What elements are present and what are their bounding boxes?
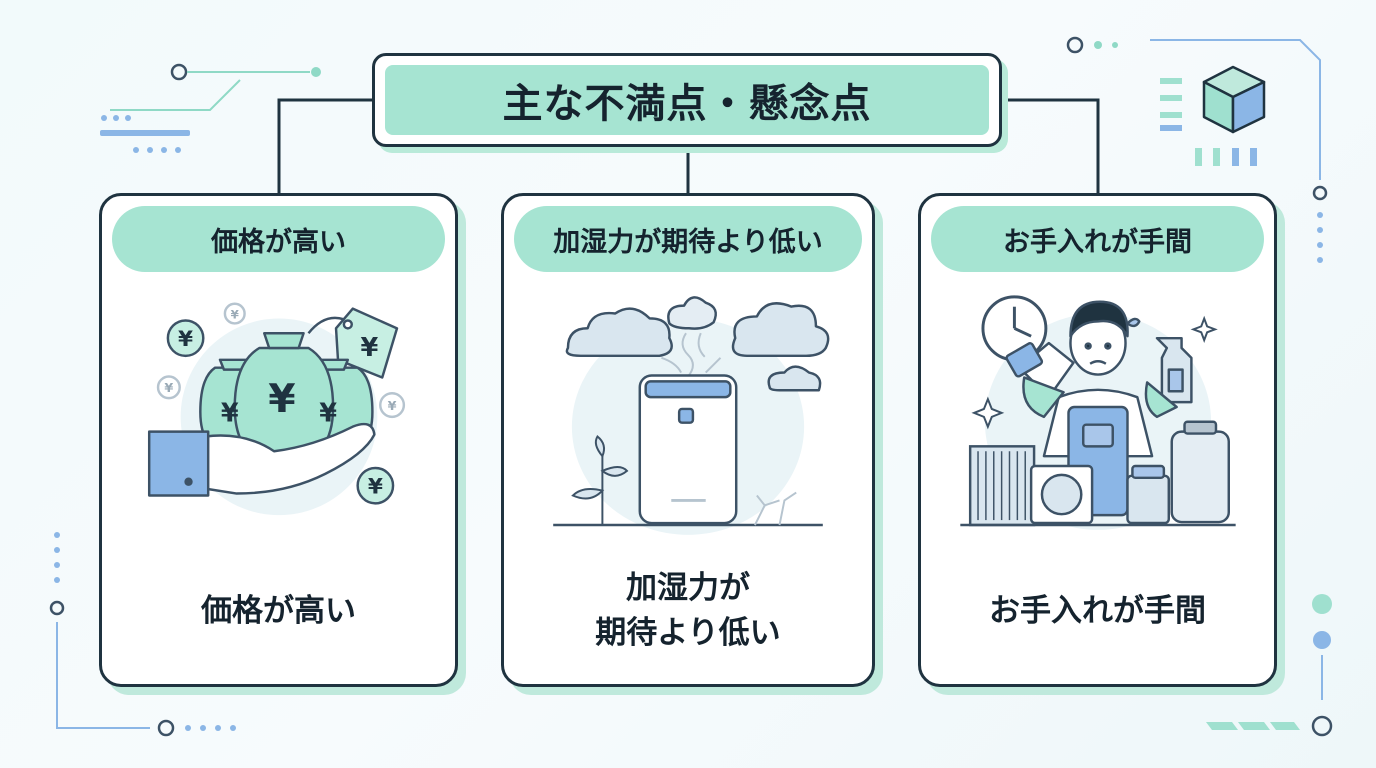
title-box: 主な不満点・懸念点 [372, 53, 1002, 147]
circuit-decoration-top-left [110, 63, 321, 111]
card-header: 加湿力が期待より低い [514, 206, 862, 272]
svg-text:¥: ¥ [178, 327, 193, 352]
card-price-high: 価格が高い ¥ ¥ ¥ ¥ ¥ ¥ [99, 193, 458, 687]
svg-text:¥: ¥ [361, 333, 379, 363]
cube-icon [1202, 65, 1266, 134]
svg-text:¥: ¥ [368, 475, 383, 500]
svg-text:¥: ¥ [319, 399, 337, 429]
card-caption: 加湿力が 期待より低い [595, 570, 781, 651]
card-maintenance-hassle: お手入れが手間 [918, 193, 1277, 687]
card-header: 価格が高い [112, 206, 445, 272]
humidifier-with-clouds-icon [553, 296, 830, 535]
cleaning-person-with-parts-icon [960, 295, 1236, 530]
svg-text:¥: ¥ [268, 376, 295, 422]
card-humidity-low: 加湿力が期待より低い [501, 193, 875, 687]
card-caption: お手入れが手間 [989, 592, 1206, 629]
card-caption: 価格が高い [201, 592, 356, 629]
svg-text:¥: ¥ [388, 399, 397, 414]
card-header: お手入れが手間 [931, 206, 1264, 272]
svg-text:¥: ¥ [231, 308, 240, 322]
connector-lines [277, 98, 1100, 193]
page-title: 主な不満点・懸念点 [385, 65, 989, 135]
svg-text:¥: ¥ [221, 399, 239, 429]
svg-text:¥: ¥ [164, 381, 173, 396]
money-bags-in-hand-icon: ¥ ¥ ¥ ¥ ¥ ¥ ¥ ¥ ¥ [147, 302, 406, 516]
